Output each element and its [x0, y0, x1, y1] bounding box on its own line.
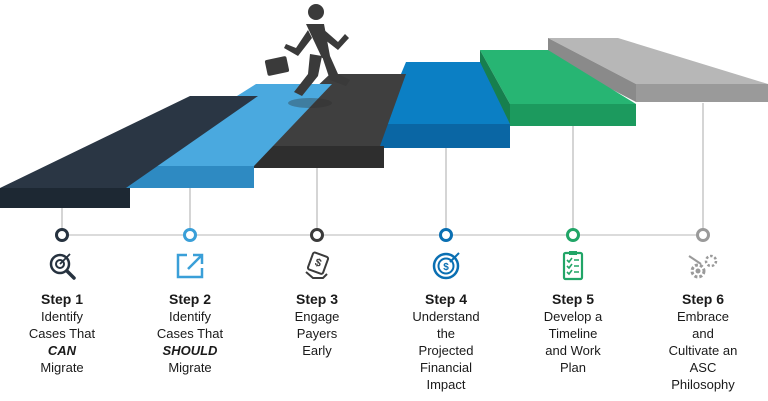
step3-slab: [254, 74, 406, 168]
step-2-line-4: Migrate: [168, 360, 212, 375]
step-4-line-5: Impact: [426, 377, 466, 392]
step6-slab: [548, 38, 768, 102]
step-5-line-1: Develop a: [543, 309, 603, 324]
svg-text:$: $: [313, 256, 323, 269]
step-6-line-3: Cultivate an: [668, 343, 738, 358]
step-3-line-2: Payers: [296, 326, 338, 341]
dollar-target-icon: $: [432, 252, 460, 280]
step-4-line-1: Understand: [412, 309, 480, 324]
gears-icon: [688, 254, 718, 279]
step-1-line-2: Cases That: [28, 326, 96, 341]
step4-dot: [439, 228, 453, 242]
step6-dot: [696, 228, 710, 242]
step-2-line-1: Identify: [169, 309, 211, 324]
magnifier-target-icon: [49, 253, 76, 280]
step-1-line-4: Migrate: [40, 360, 84, 375]
step-2-title: Step 2: [168, 291, 211, 307]
step-5-line-4: Plan: [559, 360, 587, 375]
step5-dot: [566, 228, 580, 242]
step-6-line-1: Embrace: [676, 309, 730, 324]
step-6-line-2: and: [692, 326, 714, 341]
step-2-label: Step 2 Identify Cases That SHOULD Migrat…: [135, 290, 245, 376]
step-4-title: Step 4: [424, 291, 467, 307]
step-2-line-3: SHOULD: [162, 343, 218, 358]
step-2-line-2: Cases That: [156, 326, 224, 341]
step1-dot: [55, 228, 69, 242]
step1-slab: [0, 96, 258, 208]
step-6-label: Step 6 Embrace and Cultivate an ASC Phil…: [648, 290, 758, 393]
step-6-title: Step 6: [681, 291, 724, 307]
step-3-line-1: Engage: [294, 309, 340, 324]
svg-text:$: $: [443, 262, 449, 273]
walking-person-icon: [264, 4, 350, 108]
connectors: [61, 103, 704, 230]
step5-slab: [480, 50, 636, 126]
step-3-title: Step 3: [295, 291, 338, 307]
step-1-line-1: Identify: [41, 309, 83, 324]
external-link-icon: [176, 253, 204, 279]
step3-dot: [310, 228, 324, 242]
step4-slab: [380, 62, 510, 148]
step-6-line-4: ASC: [689, 360, 717, 375]
step-6-line-5: Philosophy: [671, 377, 735, 392]
step-5-label: Step 5 Develop a Timeline and Work Plan: [518, 290, 628, 376]
step-5-title: Step 5: [551, 291, 594, 307]
step-5-line-3: and Work: [545, 343, 601, 358]
step-1-title: Step 1: [40, 291, 83, 307]
step-3-line-3: Early: [302, 343, 332, 358]
checklist-icon: [562, 251, 584, 281]
money-hand-icon: $: [305, 251, 330, 279]
step-1-label: Step 1 Identify Cases That CAN Migrate: [7, 290, 117, 376]
step-4-line-2: the: [436, 326, 456, 341]
step-3-label: Step 3 Engage Payers Early: [262, 290, 372, 359]
timeline-dots: [55, 228, 710, 242]
step-4-line-4: Financial: [419, 360, 473, 375]
step-4-line-3: Projected: [418, 343, 474, 358]
step-4-label: Step 4 Understand the Projected Financia…: [391, 290, 501, 393]
step2-dot: [183, 228, 197, 242]
step-1-line-3: CAN: [47, 343, 77, 358]
step-5-line-2: Timeline: [548, 326, 598, 341]
